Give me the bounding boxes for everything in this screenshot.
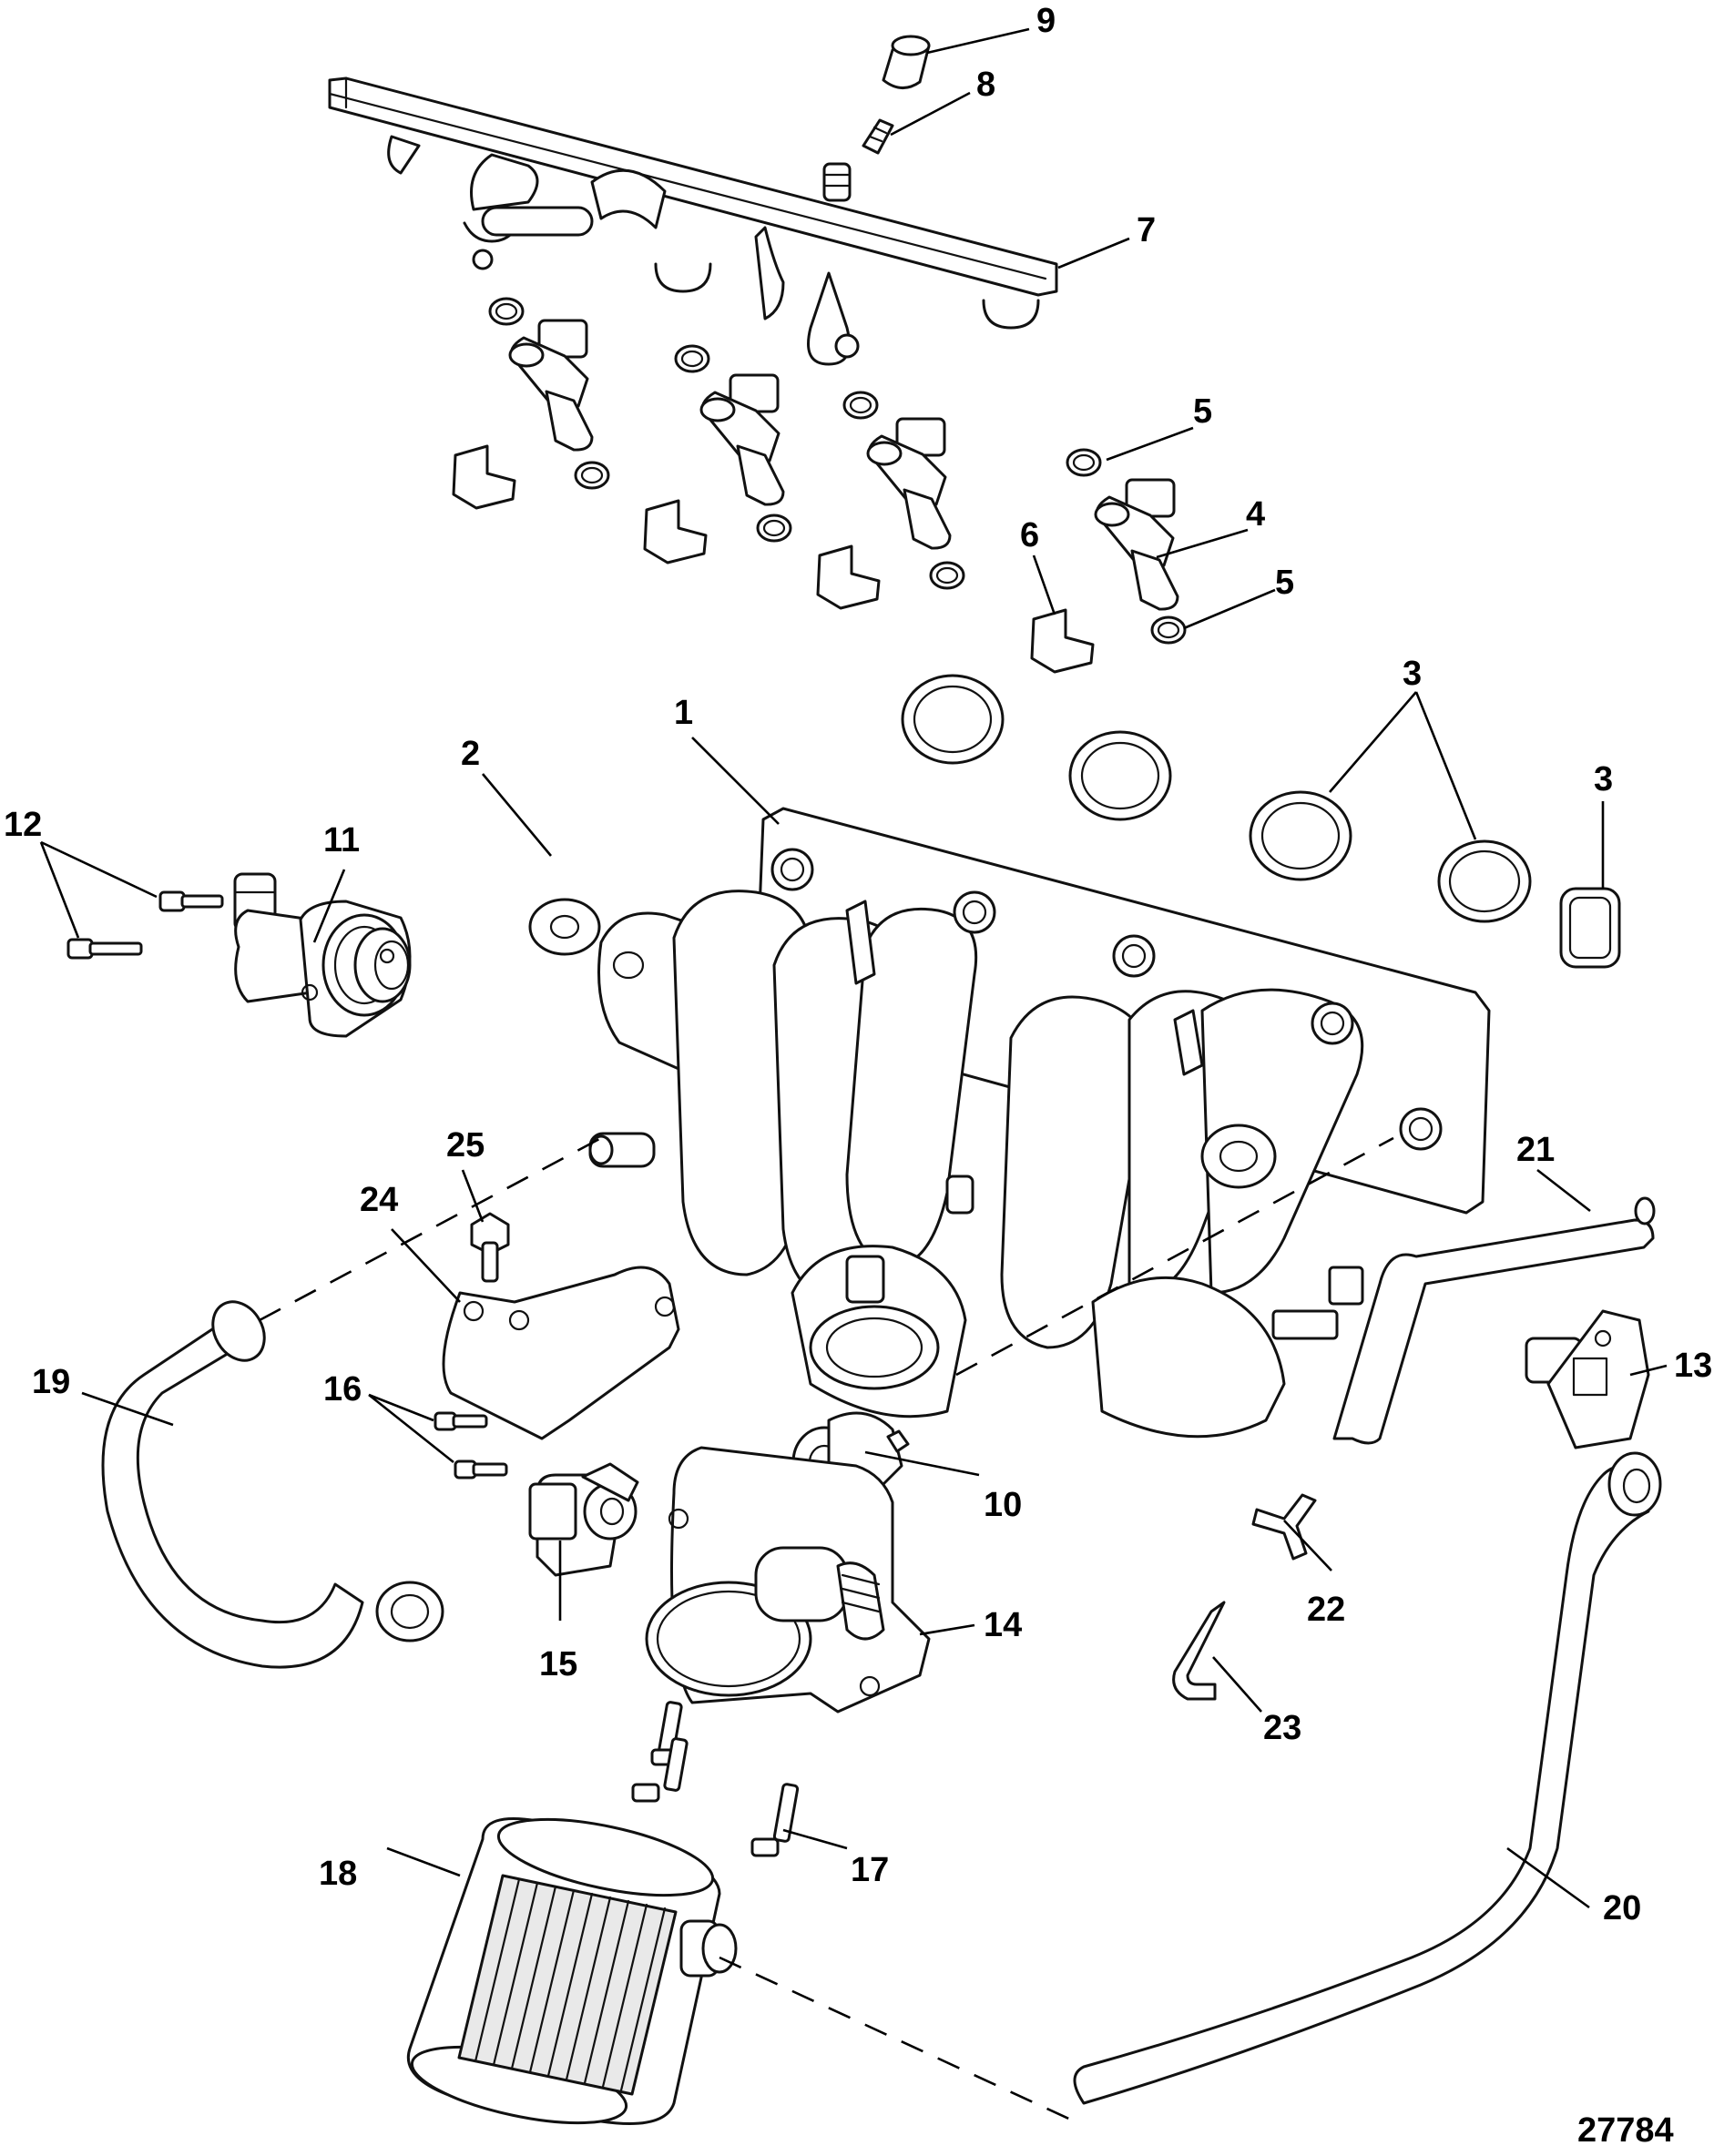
leader-lines — [39, 27, 1668, 1909]
tee-fitting-part-22 — [1251, 1493, 1317, 1561]
callout-10: 10 — [984, 1486, 1022, 1524]
intake-manifold-part-1 — [588, 807, 1491, 1439]
callout-7: 7 — [1137, 211, 1156, 249]
grommet-part-2 — [528, 898, 601, 956]
air-filter-part-18 — [407, 1817, 738, 2125]
callout-19: 19 — [32, 1363, 70, 1401]
throttle-position-sensor-part-15 — [528, 1462, 639, 1577]
callout-1: 1 — [674, 694, 693, 732]
callout-4: 4 — [1246, 495, 1265, 534]
hose-part-21 — [1332, 1196, 1656, 1445]
callout-22: 22 — [1307, 1591, 1345, 1629]
map-sensor-part-13 — [1525, 1309, 1650, 1449]
callout-17: 17 — [851, 1851, 889, 1889]
screw-part-12 — [66, 890, 224, 960]
figure-id: 27784 — [1577, 2111, 1674, 2150]
callout-5: 5 — [1275, 564, 1294, 602]
retainer-clip-part-6 — [452, 444, 1095, 674]
callout-23: 23 — [1263, 1709, 1301, 1747]
gasket-part-3 — [901, 674, 1621, 969]
callout-11: 11 — [323, 821, 360, 859]
callout-15: 15 — [539, 1645, 577, 1683]
callout-25: 25 — [446, 1126, 485, 1164]
callout-9: 9 — [1036, 2, 1056, 40]
callout-6: 6 — [1020, 516, 1039, 554]
schrader-valve-part-8 — [862, 118, 894, 155]
callout-18: 18 — [319, 1855, 357, 1893]
assembly-dashed-lines — [259, 1136, 1394, 2123]
hose-part-19 — [101, 1300, 444, 1669]
bracket-part-24 — [442, 1266, 680, 1440]
callout-13: 13 — [1674, 1347, 1712, 1385]
bolt-part-25 — [470, 1212, 510, 1283]
screw-part-16 — [434, 1411, 508, 1480]
hose-part-20 — [1073, 1451, 1662, 2105]
idle-air-control-part-11 — [233, 872, 412, 1038]
throttle-body-part-14 — [645, 1446, 931, 1714]
fuel-injector-part-4 — [508, 319, 1179, 611]
callout-2: 2 — [461, 735, 480, 773]
hose-part-23 — [1172, 1601, 1226, 1701]
callout-labels: 1 2 3 3 4 5 5 6 7 8 9 10 11 12 13 14 15 … — [4, 2, 1712, 2150]
callout-8: 8 — [976, 66, 995, 104]
callout-21: 21 — [1516, 1131, 1555, 1169]
callout-3: 3 — [1403, 655, 1422, 693]
callout-24: 24 — [360, 1181, 398, 1219]
callout-16: 16 — [323, 1370, 362, 1409]
callout-12: 12 — [4, 806, 42, 844]
callout-14: 14 — [984, 1606, 1022, 1644]
callout-3: 3 — [1594, 760, 1613, 798]
callout-20: 20 — [1603, 1889, 1641, 1927]
fuel-rail-part-7 — [328, 76, 1058, 366]
bolt-part-17 — [631, 1701, 800, 1857]
o-ring-part-5 — [488, 297, 1187, 645]
valve-cap-part-9 — [882, 35, 931, 89]
callout-5: 5 — [1193, 392, 1212, 431]
